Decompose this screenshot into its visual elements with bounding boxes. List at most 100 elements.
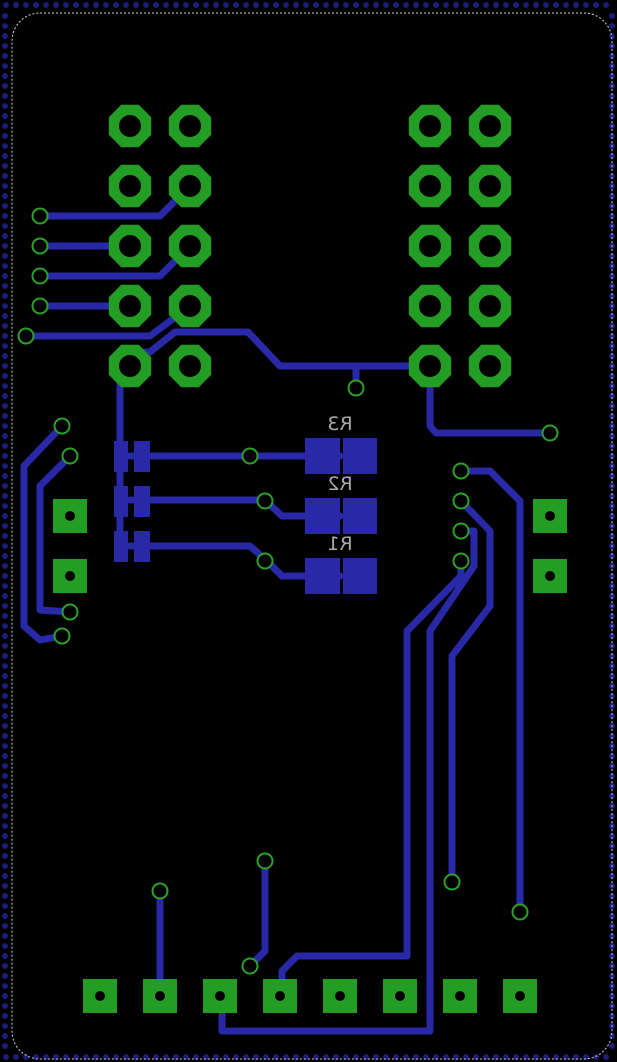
stitch-via [223,2,229,8]
stitch-via [2,103,8,109]
stitch-via [609,153,615,159]
stitch-via [2,853,8,859]
stitch-via [609,973,615,979]
stitch-via [83,2,89,8]
stitch-via [2,663,8,669]
via [241,447,259,465]
board-outline [11,12,613,1060]
stitch-via [2,933,8,939]
stitch-via [2,763,8,769]
stitch-via [2,143,8,149]
stitch-via [2,683,8,689]
stitch-via [533,2,539,8]
stitch-via [153,2,159,8]
stitch-via [2,383,8,389]
stitch-via [323,2,329,8]
stitch-via [609,693,615,699]
stitch-via [413,2,419,8]
via [31,297,49,315]
resistor-pad [343,498,377,534]
stitch-via [2,53,8,59]
stitch-via [313,2,319,8]
stitch-via [513,2,519,8]
stitch-via [2,743,8,749]
stitch-via [243,2,249,8]
stitch-via [193,2,199,8]
stitch-via [103,2,109,8]
stitch-via [33,2,39,8]
header-pad [108,284,152,328]
stitch-via [609,453,615,459]
stitch-via [493,2,499,8]
copper-trace [457,467,524,916]
stitch-via [2,653,8,659]
via [53,627,71,645]
stitch-via [609,313,615,319]
stitch-via [2,1033,8,1039]
via [61,603,79,621]
stitch-via [463,2,469,8]
stitch-via [2,423,8,429]
stitch-via [53,2,59,8]
stitch-via [353,2,359,8]
stitch-via [2,63,8,69]
smd-pad [134,486,150,517]
square-pad [263,979,297,1013]
stitch-via [2,303,8,309]
stitch-via [393,2,399,8]
via [511,903,529,921]
header-pad [468,104,512,148]
stitch-via [609,293,615,299]
via [53,417,71,435]
stitch-via [609,213,615,219]
stitch-via [453,2,459,8]
stitch-via [363,2,369,8]
stitch-via [2,363,8,369]
header-pad [108,344,152,388]
stitch-via [383,2,389,8]
stitch-via [2,1043,8,1049]
square-pad [443,979,477,1013]
stitch-via [2,453,8,459]
header-pad [108,104,152,148]
stitch-via [2,523,8,529]
stitch-via [2,333,8,339]
smd-pad [114,531,128,562]
copper-trace [116,328,554,437]
stitch-via [609,593,615,599]
stitch-via [2,883,8,889]
stitch-via [2,733,8,739]
copper-traces [20,182,554,1035]
copper-trace [278,557,465,1000]
stitch-via [373,2,379,8]
stitch-via [2,13,8,19]
stitch-via [2,203,8,209]
stitch-via [609,173,615,179]
stitch-via [13,2,19,8]
header-pad [408,284,452,328]
stitch-via [2,613,8,619]
square-pad [323,979,357,1013]
stitch-via [483,2,489,8]
stitch-via [2,353,8,359]
stitch-via [73,2,79,8]
stitch-via [609,713,615,719]
stitch-via [2,23,8,29]
via [256,552,274,570]
smd-pad [114,441,128,472]
stitch-via [2,373,8,379]
square-pad [53,499,87,533]
stitch-via [609,23,615,29]
stitch-via [2,193,8,199]
stitch-via [2,273,8,279]
via [452,492,470,510]
resistor-pad [305,438,340,474]
stitch-via [609,353,615,359]
via [31,207,49,225]
resistor-label: R1 [327,533,352,555]
stitch-via [2,393,8,399]
stitch-via [2,263,8,269]
stitch-via [253,2,259,8]
header-pad [168,284,212,328]
